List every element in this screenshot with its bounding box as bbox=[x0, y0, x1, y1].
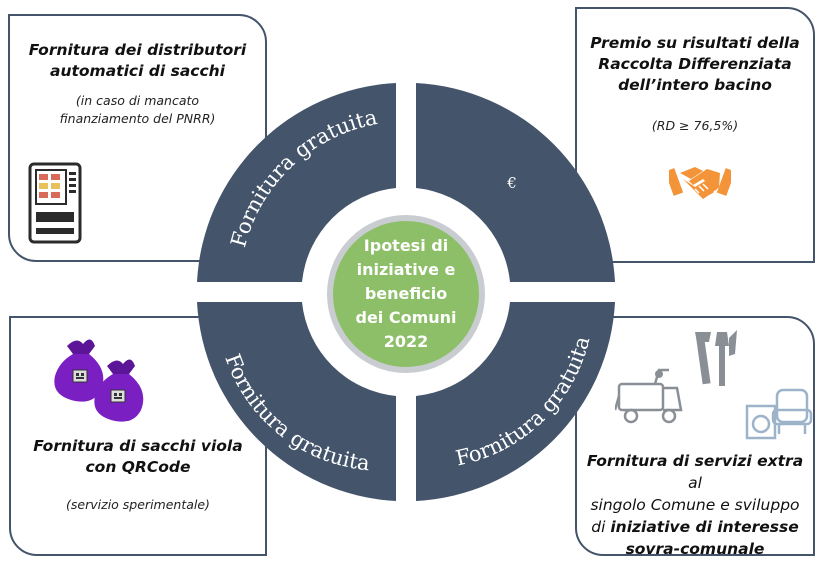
card-note: (RD ≥ 76,5%) bbox=[651, 118, 739, 133]
center-circle bbox=[327, 215, 485, 373]
text: al bbox=[688, 474, 702, 492]
card-note-line: (in caso di mancato bbox=[75, 93, 200, 108]
card-note-line: finanziamento del PNRR) bbox=[59, 111, 216, 126]
purple-bags-icon bbox=[54, 339, 144, 422]
card-distributori: Fornitura dei distributori automatici di… bbox=[8, 14, 267, 262]
card-title-line: Fornitura dei distributori bbox=[28, 41, 247, 59]
center-text-line: 2022 bbox=[384, 332, 429, 351]
center-text-line: beneficio bbox=[365, 284, 447, 303]
tools-icon bbox=[695, 330, 737, 386]
card-body-line: sovra-comunale bbox=[583, 538, 807, 560]
card-title: Fornitura di sacchi viola con QRCode bbox=[21, 436, 255, 478]
card-body-line: di iniziative di interesse bbox=[583, 516, 807, 538]
card-title-line: Premio su risultati della bbox=[590, 34, 800, 52]
card-title-line: Fornitura di sacchi viola bbox=[33, 437, 243, 455]
ring-segment-bottom-right bbox=[416, 302, 615, 501]
handshake-icon bbox=[669, 167, 731, 199]
card-servizi-extra: Fornitura di servizi extra al singolo Co… bbox=[575, 316, 815, 558]
bold-text: iniziative di interesse bbox=[610, 518, 799, 536]
card-body: Fornitura di servizi extra al singolo Co… bbox=[583, 450, 807, 560]
card-premio-rd: Premio su risultati della Raccolta Diffe… bbox=[575, 7, 815, 263]
center-text-line: iniziative e bbox=[357, 260, 456, 279]
euro-symbol: € bbox=[506, 174, 517, 192]
card-body-line: Fornitura di servizi extra al bbox=[583, 450, 807, 494]
text: di bbox=[591, 518, 611, 536]
ring-segment-top-right bbox=[416, 83, 615, 282]
furniture-icon bbox=[745, 388, 813, 440]
bold-text: Fornitura di servizi extra bbox=[586, 452, 804, 470]
card-title-line: con QRCode bbox=[85, 458, 191, 476]
card-note: (servizio sperimentale) bbox=[66, 497, 210, 512]
sweeper-vehicle-icon bbox=[615, 368, 683, 424]
bold-text: sovra-comunale bbox=[625, 540, 765, 558]
ring-segment-bottom-left bbox=[197, 302, 396, 501]
vending-machine-icon bbox=[28, 162, 82, 244]
center-text-line: dei Comuni bbox=[355, 308, 456, 327]
card-title: Premio su risultati della Raccolta Diffe… bbox=[587, 33, 803, 96]
center-text-line: Ipotesi di bbox=[364, 236, 448, 255]
card-body-line: singolo Comune e sviluppo bbox=[590, 496, 800, 514]
card-title-line: dell’intero bacino bbox=[618, 76, 772, 94]
card-title: Fornitura dei distributori automatici di… bbox=[20, 40, 255, 82]
card-title-line: Raccolta Differenziata bbox=[598, 55, 792, 73]
ring-segment-top-left bbox=[197, 83, 396, 282]
card-note: (in caso di mancato finanziamento del PN… bbox=[20, 92, 255, 128]
card-title-line: automatici di sacchi bbox=[50, 62, 225, 80]
